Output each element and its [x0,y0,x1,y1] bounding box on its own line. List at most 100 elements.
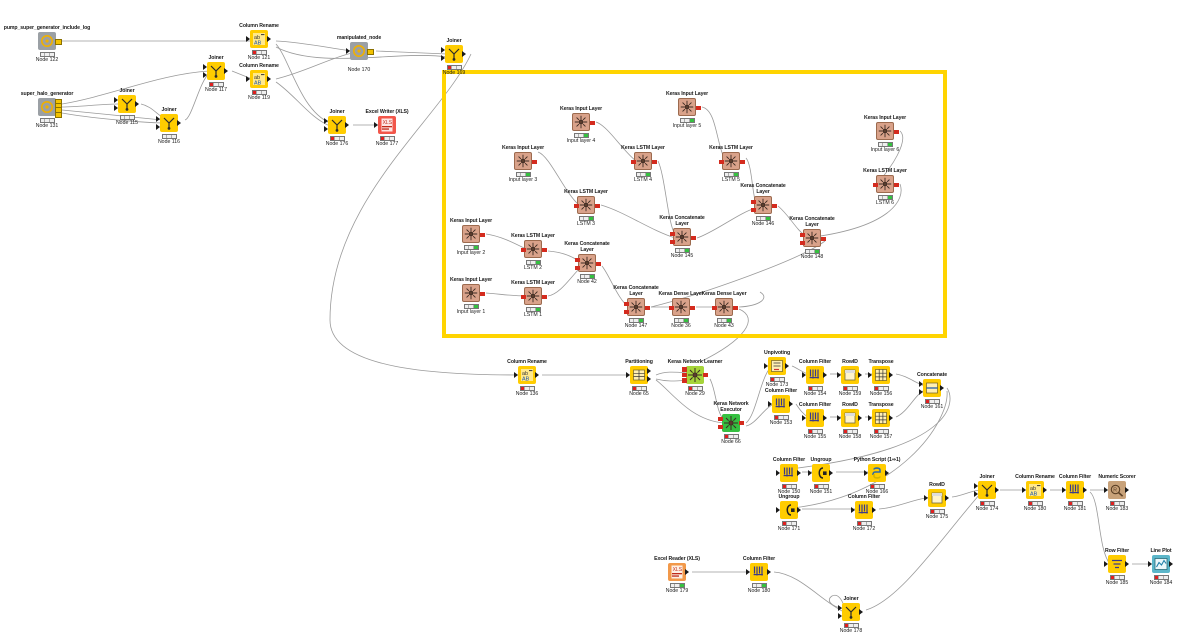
node-icon-keras-concatenate-layer-147[interactable] [624,298,650,316]
node-output-port[interactable] [733,305,738,311]
node-input-port[interactable] [800,240,805,246]
node-icon-keras-input-layer-3[interactable] [514,152,537,170]
node-icon-keras-dense-layer-43[interactable] [712,298,738,316]
node-icon-rowid-159[interactable] [836,366,862,384]
node-input-port[interactable] [113,104,118,111]
node-input-port[interactable] [775,469,780,476]
node-output-port[interactable] [177,119,181,126]
node-icon-concatenate-161[interactable] [918,379,944,397]
node-output-port[interactable] [1169,560,1173,567]
node-input-port[interactable] [718,424,723,430]
node-output-port[interactable] [135,100,139,107]
node-icon-keras-concatenate-layer-42[interactable] [575,254,601,272]
node-output-port[interactable] [690,305,695,311]
node-icon-keras-network-learner-29[interactable] [682,366,708,384]
node-input-port[interactable] [513,371,518,378]
node-icon-numeric-scorer-183[interactable]: R [1103,481,1129,499]
node-output-port[interactable] [267,75,271,82]
node-icon-keras-input-layer-5[interactable] [678,98,701,116]
node-icon-rowid-158[interactable] [836,409,862,427]
node-icon-keras-input-layer-2[interactable] [462,225,485,243]
node-input-port[interactable] [521,247,526,253]
node-icon-transpose-156[interactable] [867,366,893,384]
node-input-port[interactable] [574,203,579,209]
node-input-port[interactable] [575,257,580,263]
node-output-port[interactable] [1043,486,1047,493]
node-output-port[interactable] [797,506,801,513]
node-input-port[interactable] [923,494,928,501]
node-output-port[interactable] [872,506,876,513]
node-icon-row-filter-185[interactable] [1103,555,1129,573]
node-output-port[interactable] [590,120,595,126]
node-input-port[interactable] [670,239,675,245]
node-output-port[interactable] [894,129,899,135]
node-icon-keras-network-executor-66[interactable] [718,414,744,432]
node-icon-keras-input-layer-4[interactable] [572,113,595,131]
node-icon-ungroup-151[interactable] [807,464,833,482]
node-output-port[interactable] [652,159,657,165]
node-input-port[interactable] [631,159,636,165]
node-input-port[interactable] [801,414,806,421]
node-input-port[interactable] [973,490,978,497]
node-output-port[interactable] [542,294,547,300]
node-input-port[interactable] [867,414,872,421]
node-output-port[interactable] [889,371,893,378]
node-output-port[interactable] [1125,560,1129,567]
node-input-port[interactable] [202,63,207,70]
node-icon-keras-concatenate-layer-146[interactable] [751,196,777,214]
node-icon-super-halo-generator[interactable] [38,98,62,119]
node-input-port[interactable] [624,309,629,315]
node-input-port[interactable] [440,54,445,61]
node-output-port[interactable] [894,182,899,188]
node-icon-line-plot-184[interactable] [1147,555,1173,573]
node-icon-ungroup-171[interactable] [775,501,801,519]
node-icon-joiner-174[interactable] [973,481,999,499]
node-input-port[interactable] [1103,560,1108,567]
node-icon-pump-super-generator-include-log[interactable] [38,32,62,50]
node-output-port[interactable] [532,159,537,165]
node-output-port[interactable] [535,371,539,378]
node-input-port[interactable] [345,47,350,54]
node-input-port[interactable] [155,123,160,130]
node-icon-keras-input-layer-1[interactable] [462,284,485,302]
node-output-port[interactable] [345,121,349,128]
node-output-port[interactable] [224,67,228,74]
node-output-port[interactable] [645,305,650,311]
node-output-port[interactable] [647,375,651,382]
node-icon-keras-concatenate-layer-145[interactable] [670,228,696,246]
workflow-node-python-script-166[interactable]: Python Script (1⇒1)Node 166 [854,457,901,496]
node-input-port[interactable] [669,305,674,311]
node-output-port[interactable] [858,414,862,421]
node-output-port[interactable] [858,371,862,378]
node-icon-column-filter-155[interactable] [801,409,827,427]
node-input-port[interactable] [113,96,118,103]
node-input-port[interactable] [918,388,923,395]
node-icon-column-filter-153[interactable] [767,395,793,413]
node-input-port[interactable] [1147,560,1152,567]
